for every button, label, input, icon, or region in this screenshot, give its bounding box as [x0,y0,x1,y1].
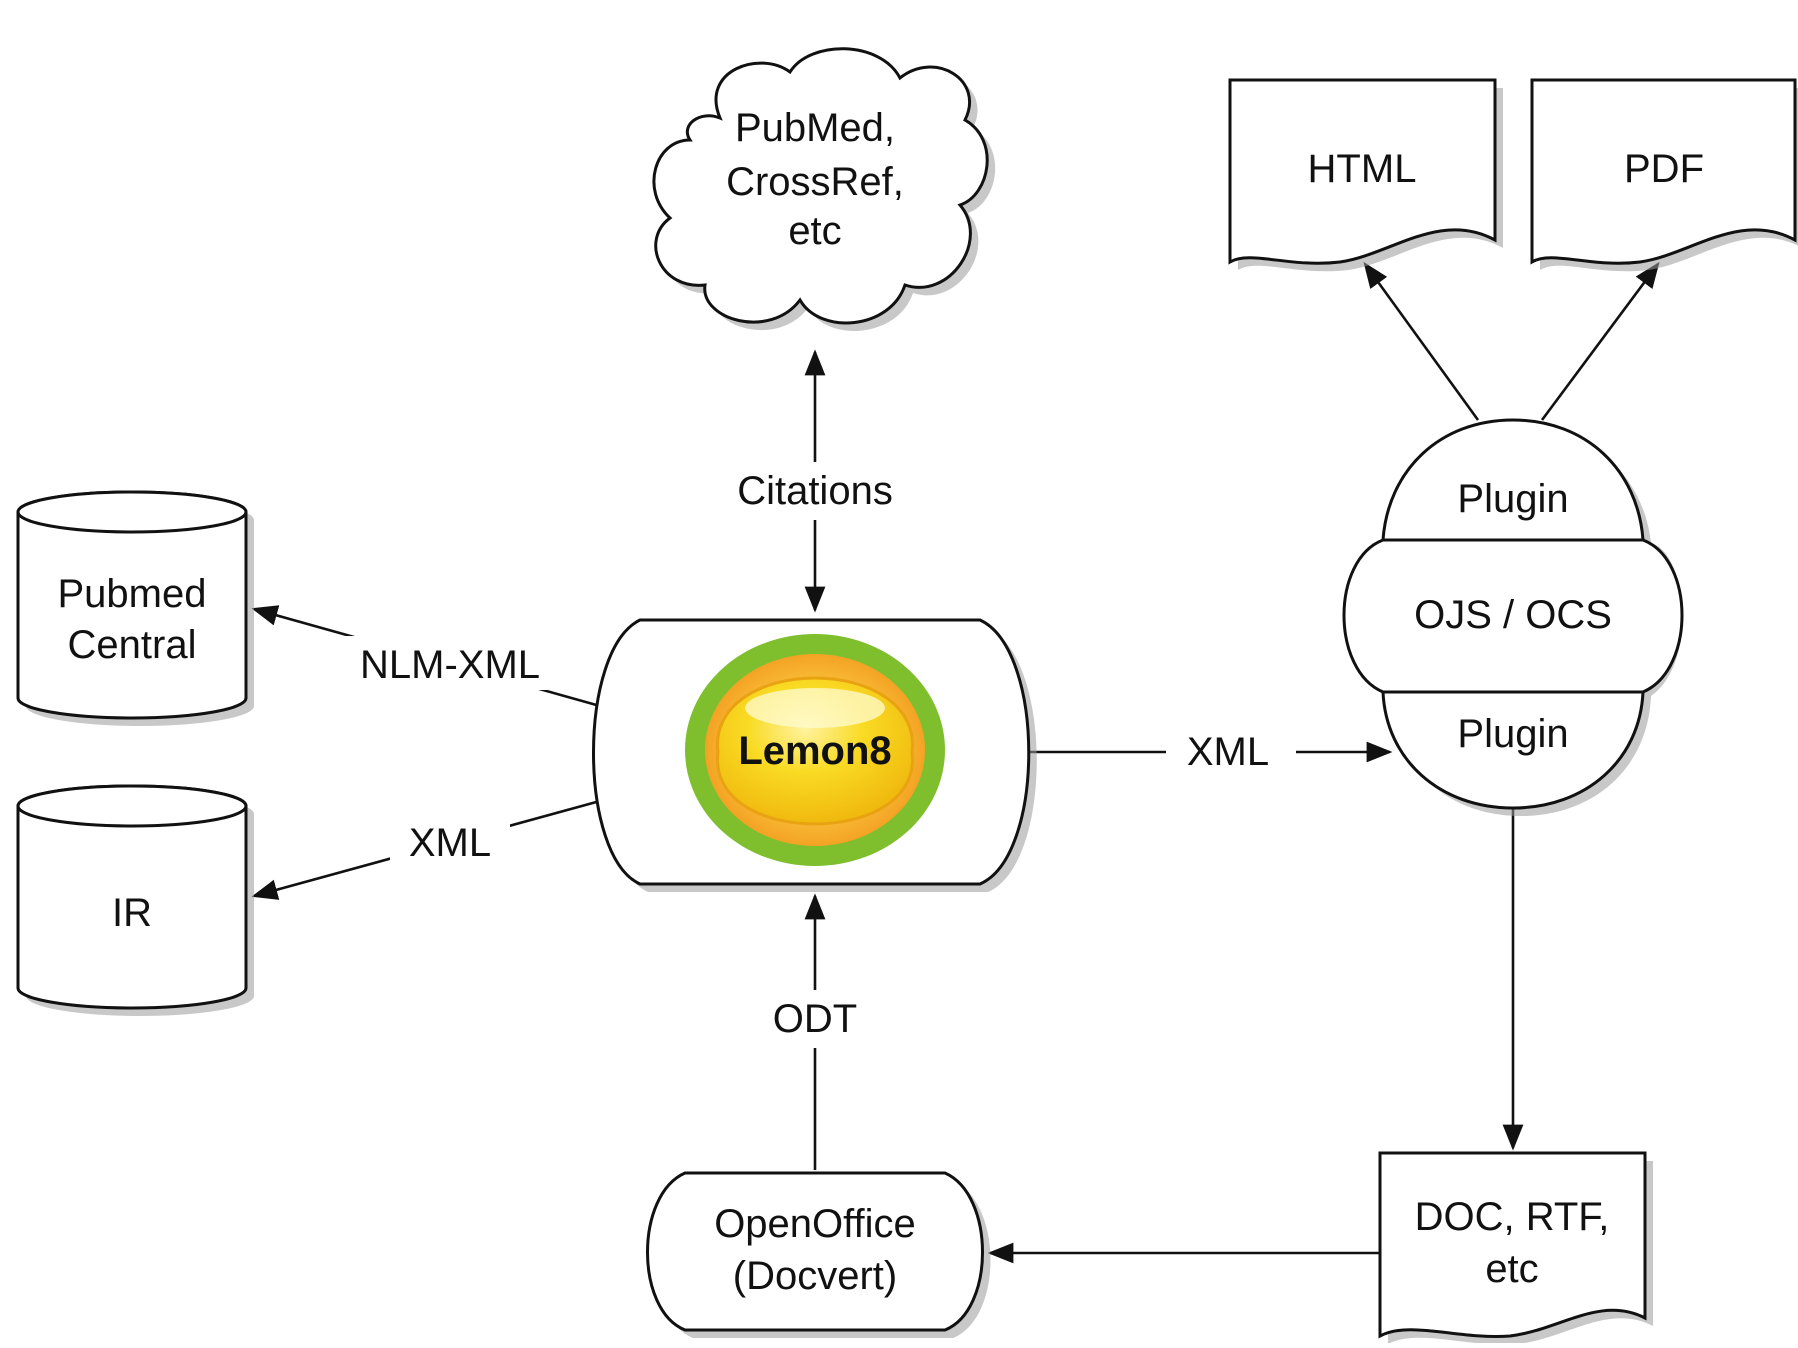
plugin-bottom-label: Plugin [1457,712,1568,756]
pubmed-central-database: Pubmed Central [16,490,254,726]
nlm-xml-label: NLM-XML [360,643,540,687]
openoffice-docvert-node: OpenOffice (Docvert) [646,1171,991,1338]
ojs-ocs-label: OJS / OCS [1414,593,1612,637]
doc-rtf-line-1: DOC, RTF, [1415,1195,1610,1239]
doc-rtf-line-2: etc [1485,1247,1538,1291]
xml-ir-label: XML [409,821,491,865]
plugin-top-shape [1381,418,1645,542]
ojs-ocs-node: Plugin OJS / OCS Plugin [1342,418,1684,816]
plugin-to-pdf-connector [1540,261,1660,421]
cloud-line-3: etc [788,209,841,253]
ir-label: IR [112,891,152,935]
cloud-line-1: PubMed, [735,106,895,150]
ir-database: IR [16,784,254,1016]
xml-ojs-label: XML [1187,730,1269,774]
pubmed-central-line-1: Pubmed [58,572,207,616]
plugin-to-html-connector [1363,261,1480,421]
plugin-bottom-shape [1381,690,1645,810]
plugin-top-label: Plugin [1457,477,1568,521]
pubmed-crossref-cloud: PubMed, CrossRef, etc [652,47,996,331]
lemon8-label: Lemon8 [738,729,891,773]
html-label: HTML [1308,147,1417,191]
pubmed-central-line-2: Central [68,623,197,667]
odt-label: ODT [773,997,857,1041]
citations-label: Citations [737,469,893,513]
lemon8-node: Lemon8 [592,618,1037,892]
openoffice-line-2: (Docvert) [733,1254,897,1298]
html-document-node: HTML [1228,78,1503,272]
openoffice-line-1: OpenOffice [714,1202,916,1246]
doc-rtf-document-node: DOC, RTF, etc [1378,1151,1653,1345]
cloud-line-2: CrossRef, [726,160,904,204]
pdf-label: PDF [1624,147,1704,191]
pdf-document-node: PDF [1530,78,1798,272]
